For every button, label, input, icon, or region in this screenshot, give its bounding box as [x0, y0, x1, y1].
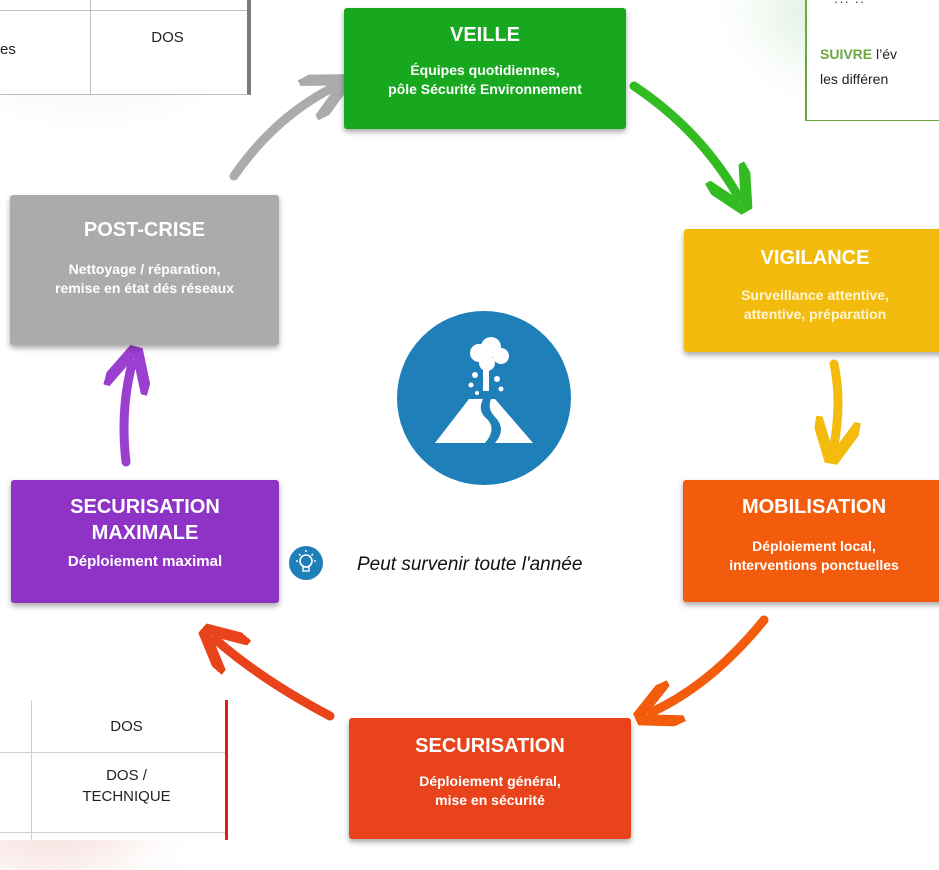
note-text: Peut survenir toute l'année	[357, 554, 583, 575]
stage-mobilisation: MOBILISATION Déploiement local, interven…	[683, 480, 939, 602]
stage-description: Nettoyage / réparation,	[68, 261, 221, 277]
lightbulb-icon-graphic	[296, 550, 316, 572]
lightbulb-icon	[289, 546, 323, 580]
stage-description: pôle Sécurité Environnement	[388, 81, 582, 97]
table-cell: DOS	[151, 29, 184, 46]
stage-securisation-maximale: SECURISATION MAXIMALE Déploiement maxima…	[11, 480, 279, 603]
table-cell-text: les différen	[820, 71, 889, 87]
table-cell: TECHNIQUE	[82, 788, 171, 805]
stage-vigilance: VIGILANCE Surveillance attentive, attent…	[684, 229, 939, 352]
arrow-post-crise-to-veille	[229, 88, 332, 181]
stage-title: MAXIMALE	[91, 522, 199, 544]
stage-description: interventions ponctuelles	[729, 557, 899, 573]
stage-title: POST-CRISE	[83, 219, 206, 241]
arrow-veille-to-vigilance	[629, 81, 738, 196]
stage-title: SECURISATION	[415, 735, 565, 757]
stage-post-crise: POST-CRISE Nettoyage / réparation, remis…	[10, 195, 279, 345]
arrow-maximale-to-post-crise	[124, 364, 132, 467]
stage-description: Déploiement maximal	[67, 553, 223, 570]
stage-description: Équipes quotidiennes,	[410, 62, 560, 78]
stage-description: Déploiement local,	[752, 538, 876, 554]
stage-description: Déploiement général,	[419, 773, 561, 789]
volcano-icon-graphic	[435, 337, 533, 443]
stage-description: attentive, préparation	[743, 306, 887, 322]
table-cell: es	[0, 41, 16, 58]
cycle-arrows	[0, 0, 939, 838]
stage-description: mise en sécurité	[435, 792, 545, 808]
table-fragment-bottom-left: DOS DOS / TECHNIQUE	[0, 700, 228, 840]
stage-description: Surveillance attentive,	[741, 287, 889, 303]
arrow-vigilance-to-mobilisation	[834, 359, 838, 446]
stage-title: VIGILANCE	[760, 247, 870, 269]
table-cell: DOS /	[106, 767, 147, 784]
stage-description: remise en état dés réseaux	[55, 280, 234, 296]
arrow-securisation-to-maximale	[216, 640, 335, 721]
highlight-word: SUIVRE	[820, 46, 873, 62]
stage-veille: VEILLE Équipes quotidiennes, pôle Sécuri…	[344, 8, 626, 129]
table-fragment-top-right: ··· ·· SUIVRE l’év les différen	[805, 0, 939, 121]
table-fragment-top-left: es DOS	[0, 0, 251, 95]
table-cell-text: ··· ··	[834, 0, 866, 9]
arrow-mobilisation-to-securisation	[652, 615, 769, 712]
table-cell-text-rest: l’év	[872, 46, 898, 62]
table-cell-text: SUIVRE l’év	[820, 46, 897, 62]
stage-title: MOBILISATION	[741, 496, 887, 518]
table-cell: DOS	[110, 718, 143, 735]
stage-title: SECURISATION	[70, 496, 220, 518]
stage-title: VEILLE	[449, 24, 520, 46]
stage-securisation: SECURISATION Déploiement général, mise e…	[349, 718, 631, 839]
volcano-icon	[397, 311, 571, 485]
